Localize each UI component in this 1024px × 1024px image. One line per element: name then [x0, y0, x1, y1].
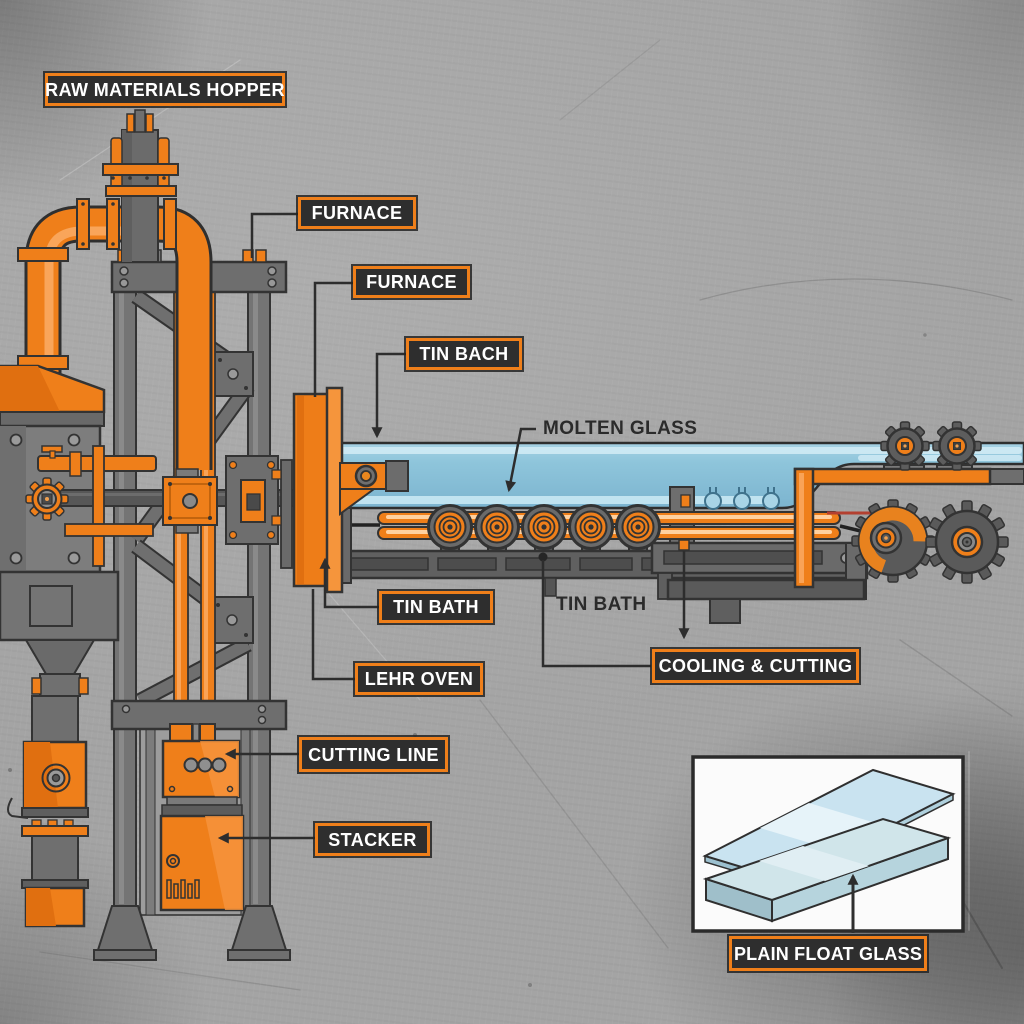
- callout-cooling-cutting: COOLING & CUTTING: [652, 649, 859, 683]
- cooling-cutting-section: [793, 421, 1024, 589]
- callout-tin-bach: TIN BACH: [406, 338, 522, 370]
- callout-tin-bath: TIN BATH: [379, 591, 493, 623]
- callout-lines: [217, 212, 690, 844]
- callout-furnace-mid: FURNACE: [353, 266, 470, 298]
- callout-plain-float-glass: PLAIN FLOAT GLASS: [729, 936, 927, 971]
- top-gear-icon: [932, 421, 982, 471]
- callout-furnace-top: FURNACE: [298, 197, 416, 229]
- furnace-outlet-plate: [292, 386, 409, 594]
- drive-shaft-assembly: [25, 445, 303, 569]
- annotation-tin-bath: TIN BATH: [556, 594, 647, 615]
- melter-unit: [0, 364, 120, 928]
- cutting-gear-icon: [851, 499, 935, 583]
- top-gear-icon: [880, 421, 930, 471]
- glass-bubbles-icon: [704, 487, 780, 510]
- tin-bath-conveyor: [330, 504, 870, 624]
- feed-column-and-pipes: [17, 109, 213, 470]
- drive-gear-icon: [25, 477, 69, 521]
- callout-stacker: STACKER: [315, 823, 430, 856]
- float-glass-inset: [691, 755, 965, 933]
- callout-raw-materials-hopper: RAW MATERIALS HOPPER: [45, 73, 285, 106]
- stacker-panel: [159, 796, 245, 912]
- callout-lehr-oven: LEHR OVEN: [355, 663, 483, 695]
- callout-cutting-line: CUTTING LINE: [299, 737, 448, 772]
- annotation-molten-glass: MOLTEN GLASS: [543, 418, 698, 439]
- cutting-gear-icon: [925, 500, 1009, 584]
